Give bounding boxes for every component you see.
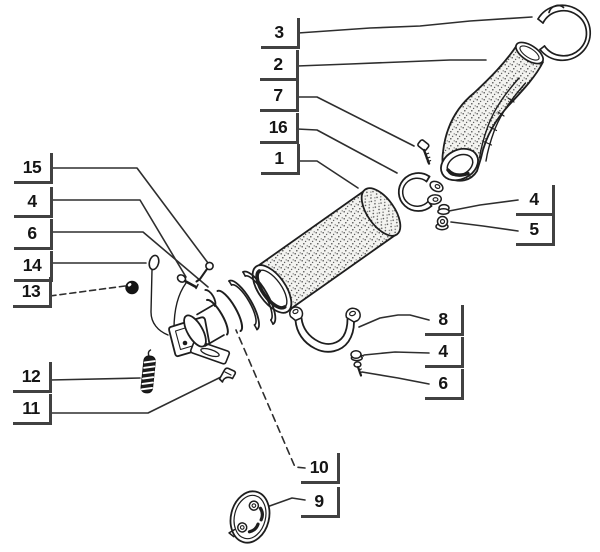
callout-5-number: 5 [529, 219, 539, 239]
callout-4b-number: 4 [438, 341, 448, 361]
callout-8: 8 [425, 305, 464, 336]
callout-16-number: 16 [268, 117, 288, 137]
part-pin [195, 261, 214, 283]
callout-2-number: 2 [273, 54, 283, 74]
leader-4c [448, 199, 519, 212]
callout-3: 3 [261, 18, 300, 49]
leader-4b [363, 351, 430, 356]
leader-2 [296, 59, 487, 67]
callout-7: 7 [260, 81, 299, 112]
leader-16 [296, 128, 398, 174]
callout-5: 5 [516, 215, 555, 246]
callout-1-number: 1 [274, 148, 284, 168]
leader-15 [50, 167, 212, 268]
part-bolt [350, 349, 365, 362]
callout-10-number: 10 [309, 457, 329, 477]
callout-6a: 6 [14, 219, 53, 250]
part-flanged-nut [437, 203, 450, 216]
leader-3 [297, 16, 533, 34]
callout-13-number: 13 [21, 281, 41, 301]
part-stud-bolt [176, 274, 199, 290]
part-hook-pin-ring [148, 254, 160, 271]
callout-6a-number: 6 [27, 223, 37, 243]
leader-10 [235, 329, 306, 469]
callout-11-number: 11 [22, 398, 40, 418]
callout-14: 14 [14, 251, 53, 282]
part-straight-exhaust-pipe [251, 187, 402, 314]
leader-12 [49, 377, 141, 381]
callout-9: 9 [301, 487, 340, 518]
leader-5 [450, 221, 519, 232]
part-dome-nut [435, 215, 449, 231]
part-hex-screw [417, 139, 432, 165]
callout-15-number: 15 [22, 157, 42, 177]
callout-4c: 4 [516, 185, 555, 216]
callout-4b: 4 [425, 337, 464, 368]
part-exhaust-clamp [397, 172, 444, 212]
leader-6b [361, 371, 430, 385]
part-curved-elbow-pipe [440, 41, 544, 182]
callout-2: 2 [260, 50, 299, 81]
callout-15: 15 [14, 153, 53, 184]
callout-7-number: 7 [273, 85, 283, 105]
callout-1: 1 [261, 144, 300, 175]
callout-9-number: 9 [314, 491, 324, 511]
part-support-strap [289, 306, 361, 353]
leader-7 [296, 96, 415, 147]
leader-13 [49, 285, 126, 297]
callout-8-number: 8 [438, 309, 448, 329]
leader-9 [263, 497, 306, 509]
callout-4a-number: 4 [27, 191, 37, 211]
part-coil-spring [140, 349, 156, 394]
part-open-clip-ring [537, 4, 592, 62]
leader-4a [50, 199, 187, 278]
leader-8 [358, 314, 430, 328]
leader-6a [50, 231, 209, 288]
callout-6b-number: 6 [438, 373, 448, 393]
callout-12-number: 12 [21, 366, 41, 386]
callout-11: 11 [13, 394, 52, 425]
part-ball [125, 280, 139, 295]
callout-10: 10 [301, 453, 340, 484]
leader-1 [297, 160, 359, 189]
part-retaining-clip [218, 367, 237, 383]
callout-3-number: 3 [274, 22, 284, 42]
callout-6b: 6 [425, 369, 464, 400]
callout-14-number: 14 [22, 255, 42, 275]
callout-12: 12 [13, 362, 52, 393]
part-oval-gasket-flange [228, 490, 271, 544]
callout-4a: 4 [14, 187, 53, 218]
part-silencer-assembly [125, 254, 277, 365]
callout-16: 16 [260, 113, 299, 144]
leader-11 [49, 376, 222, 414]
callout-13: 13 [13, 277, 52, 308]
part-small-screw [353, 361, 363, 377]
callout-4c-number: 4 [529, 189, 539, 209]
